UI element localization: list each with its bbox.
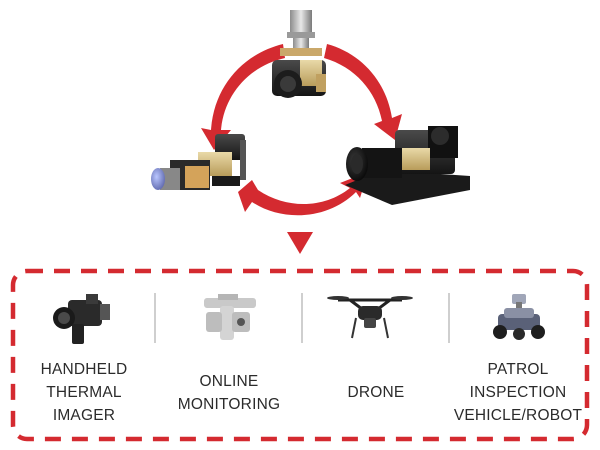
label-line: PATROL bbox=[487, 361, 549, 378]
label-line: HANDHELD bbox=[40, 361, 128, 378]
label-line: DRONE bbox=[347, 384, 405, 401]
applications-frame bbox=[10, 268, 590, 442]
cycle-arrow-bottom bbox=[238, 172, 368, 216]
label-line: ONLINE bbox=[199, 373, 259, 390]
drone-icon bbox=[327, 296, 413, 339]
cycle-arrow-right bbox=[324, 44, 402, 140]
long-lens-thermal-module-icon bbox=[345, 126, 470, 205]
label-line: THERMAL bbox=[46, 384, 122, 401]
handheld-thermal-camera-icon bbox=[53, 294, 110, 344]
application-label-handheld: HANDHELD THERMAL IMAGER bbox=[13, 358, 155, 427]
online-monitoring-ptz-camera-icon bbox=[204, 294, 256, 340]
label-line: IMAGER bbox=[52, 407, 116, 424]
down-triangle-arrow-icon bbox=[287, 232, 313, 254]
application-label-patrol-robot: PATROL INSPECTION VEHICLE/ROBOT bbox=[446, 358, 590, 427]
cycle-arrow-left bbox=[201, 44, 285, 150]
application-label-online-monitoring: ONLINE MONITORING bbox=[157, 370, 301, 416]
compact-thermal-core-module-icon bbox=[151, 134, 246, 190]
application-label-drone: DRONE bbox=[304, 381, 448, 404]
cycle-arrows bbox=[201, 44, 402, 216]
label-line: INSPECTION bbox=[469, 384, 567, 401]
vertical-thermal-core-module-icon bbox=[272, 10, 326, 98]
label-line: VEHICLE/ROBOT bbox=[453, 407, 583, 424]
label-line: MONITORING bbox=[177, 396, 281, 413]
patrol-robot-icon bbox=[493, 294, 545, 340]
